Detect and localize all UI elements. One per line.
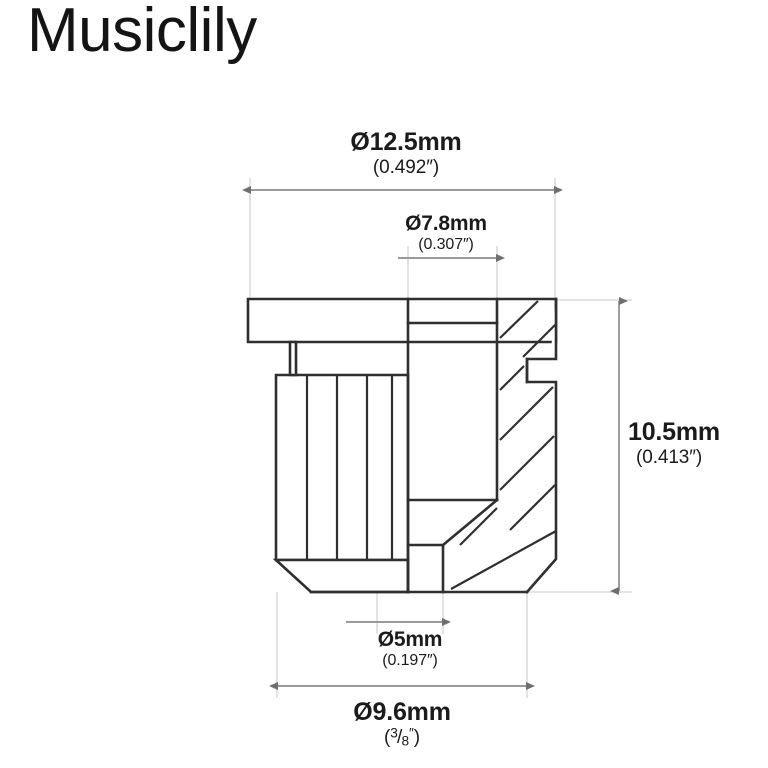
interior-chamfer <box>441 498 499 547</box>
flange-to-knurl-web <box>288 340 298 377</box>
brand-logo: Musiclily <box>27 0 257 65</box>
label-outer-flange-metric: Ø12.5mm <box>350 128 462 156</box>
lower-chamfer-left <box>272 558 410 594</box>
label-outer-flange-imperial: (0.492″) <box>372 156 440 178</box>
label-body-diameter-imperial: (3/8″) <box>384 724 420 748</box>
label-body-diameter-metric: Ø9.6mm <box>353 698 451 726</box>
fraction-unit: ″ <box>408 724 414 740</box>
label-upper-bore-imperial: (0.307″) <box>418 235 474 253</box>
part-cross-section <box>246 297 558 594</box>
label-upper-bore-diameter: Ø7.8mm (0.307″) <box>346 212 546 254</box>
label-upper-bore-metric: Ø7.8mm <box>405 212 487 235</box>
label-lower-bore-imperial: (0.197″) <box>382 651 438 669</box>
label-overall-height: 10.5mm (0.413″) <box>628 418 768 468</box>
label-overall-height-metric: 10.5mm <box>628 418 720 446</box>
dimension-lines <box>242 186 628 690</box>
label-lower-bore-diameter: Ø5mm (0.197″) <box>310 628 510 670</box>
extension-lines <box>249 178 632 698</box>
knurling-lines <box>305 375 394 560</box>
section-hatching <box>450 300 557 590</box>
label-outer-flange-diameter: Ø12.5mm (0.492″) <box>266 128 546 178</box>
fraction-numerator: 3 <box>390 724 398 740</box>
label-overall-height-imperial: (0.413″) <box>636 446 703 468</box>
label-body-diameter: Ø9.6mm (3/8″) <box>262 698 542 748</box>
label-lower-bore-metric: Ø5mm <box>377 628 443 651</box>
fraction-denominator: 8 <box>401 732 409 748</box>
flange-band <box>246 297 558 344</box>
knurled-body <box>274 373 410 562</box>
